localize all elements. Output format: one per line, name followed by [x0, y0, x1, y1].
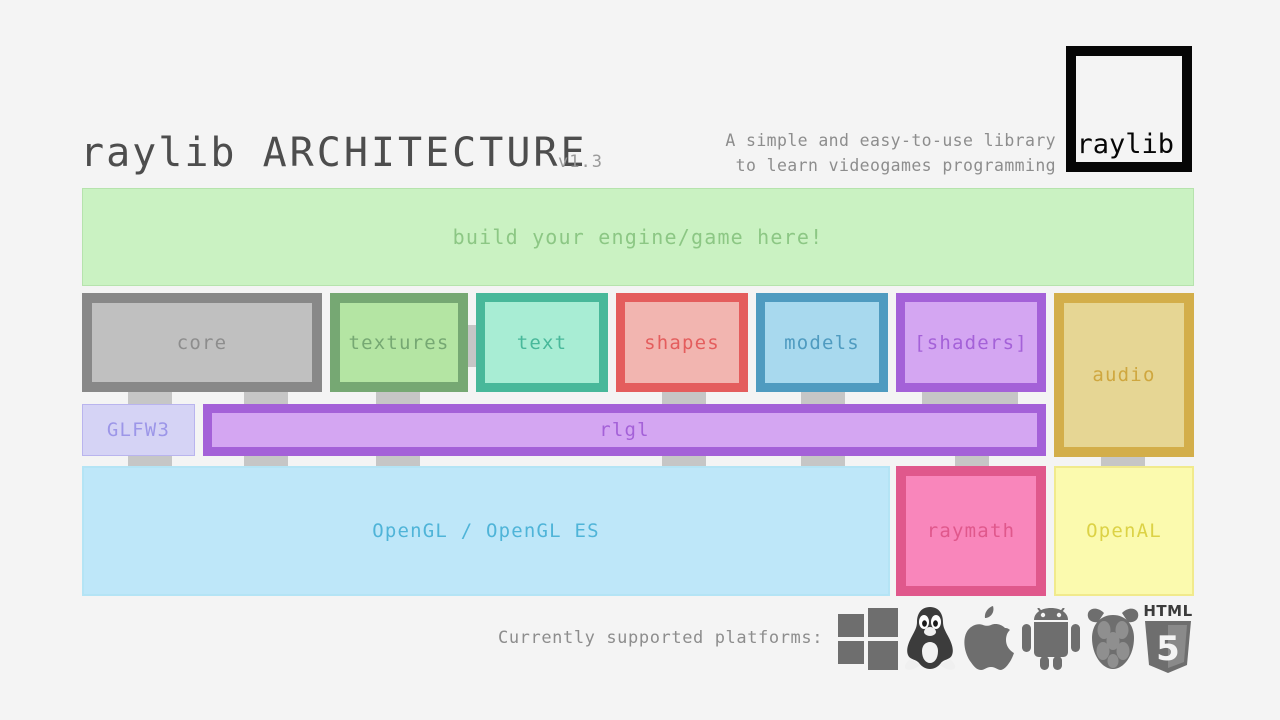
connector-tab: [801, 456, 845, 468]
module-audio-label: audio: [1092, 364, 1156, 386]
module-audio[interactable]: audio: [1054, 293, 1194, 457]
connector-tab: [244, 456, 288, 468]
module-text[interactable]: text: [476, 293, 608, 392]
layer-glfw3-label: GLFW3: [106, 419, 171, 441]
layer-openal[interactable]: OpenAL: [1054, 466, 1194, 596]
raylib-logo: raylib: [1066, 46, 1192, 172]
layer-openal-label: OpenAL: [1086, 520, 1162, 542]
layer-glfw3[interactable]: GLFW3: [82, 404, 195, 456]
layer-rlgl-label: rlgl: [599, 419, 650, 441]
connector-tab: [128, 392, 172, 404]
module-core[interactable]: core: [82, 293, 322, 392]
connector-tab: [128, 456, 172, 468]
module-textures-label: textures: [348, 331, 450, 354]
page-title: raylib ARCHITECTURE: [80, 130, 588, 176]
module-shaders-label: [shaders]: [914, 331, 1028, 354]
layer-raymath[interactable]: raymath: [896, 466, 1046, 596]
module-textures[interactable]: textures: [330, 293, 468, 392]
module-shaders[interactable]: [shaders]: [896, 293, 1046, 392]
html5-icon: HTML 5: [1140, 602, 1196, 673]
raspberry-pi-icon: [1087, 608, 1139, 669]
windows-icon: [838, 608, 898, 670]
tagline: A simple and easy-to-use library to lear…: [725, 128, 1056, 178]
platforms-label: Currently supported platforms:: [498, 628, 824, 648]
version-label: v1.3: [558, 152, 603, 172]
layer-raymath-label: raymath: [926, 520, 1016, 542]
layer-opengl-label: OpenGL / OpenGL ES: [372, 520, 600, 542]
svg-text:5: 5: [1156, 629, 1180, 669]
html5-wordmark: HTML: [1143, 602, 1193, 620]
connector-tab: [465, 325, 477, 367]
connector-tab: [955, 456, 989, 468]
connector-tab: [801, 392, 845, 404]
module-core-label: core: [176, 331, 228, 354]
title-product: raylib: [80, 130, 237, 176]
apple-icon: [964, 606, 1014, 670]
linux-tux-icon: [904, 607, 956, 670]
tagline-line-1: A simple and easy-to-use library: [725, 131, 1056, 150]
connector-tab: [922, 392, 1018, 404]
module-models-label: models: [784, 331, 860, 354]
connector-tab: [662, 392, 706, 404]
build-banner: build your engine/game here!: [82, 188, 1194, 286]
connector-tab: [376, 392, 420, 404]
module-shapes-label: shapes: [644, 331, 720, 354]
logo-text: raylib: [1076, 129, 1174, 160]
layer-rlgl[interactable]: rlgl: [203, 404, 1046, 456]
layer-opengl[interactable]: OpenGL / OpenGL ES: [82, 466, 890, 596]
module-models[interactable]: models: [756, 293, 888, 392]
module-text-label: text: [516, 331, 568, 354]
title-word: ARCHITECTURE: [262, 130, 588, 176]
connector-tab: [244, 392, 288, 404]
connector-tab: [662, 456, 706, 468]
build-banner-label: build your engine/game here!: [452, 225, 824, 249]
tagline-line-2: to learn videogames programming: [735, 156, 1056, 175]
android-icon: [1022, 608, 1080, 670]
module-shapes[interactable]: shapes: [616, 293, 748, 392]
connector-tab: [376, 456, 420, 468]
